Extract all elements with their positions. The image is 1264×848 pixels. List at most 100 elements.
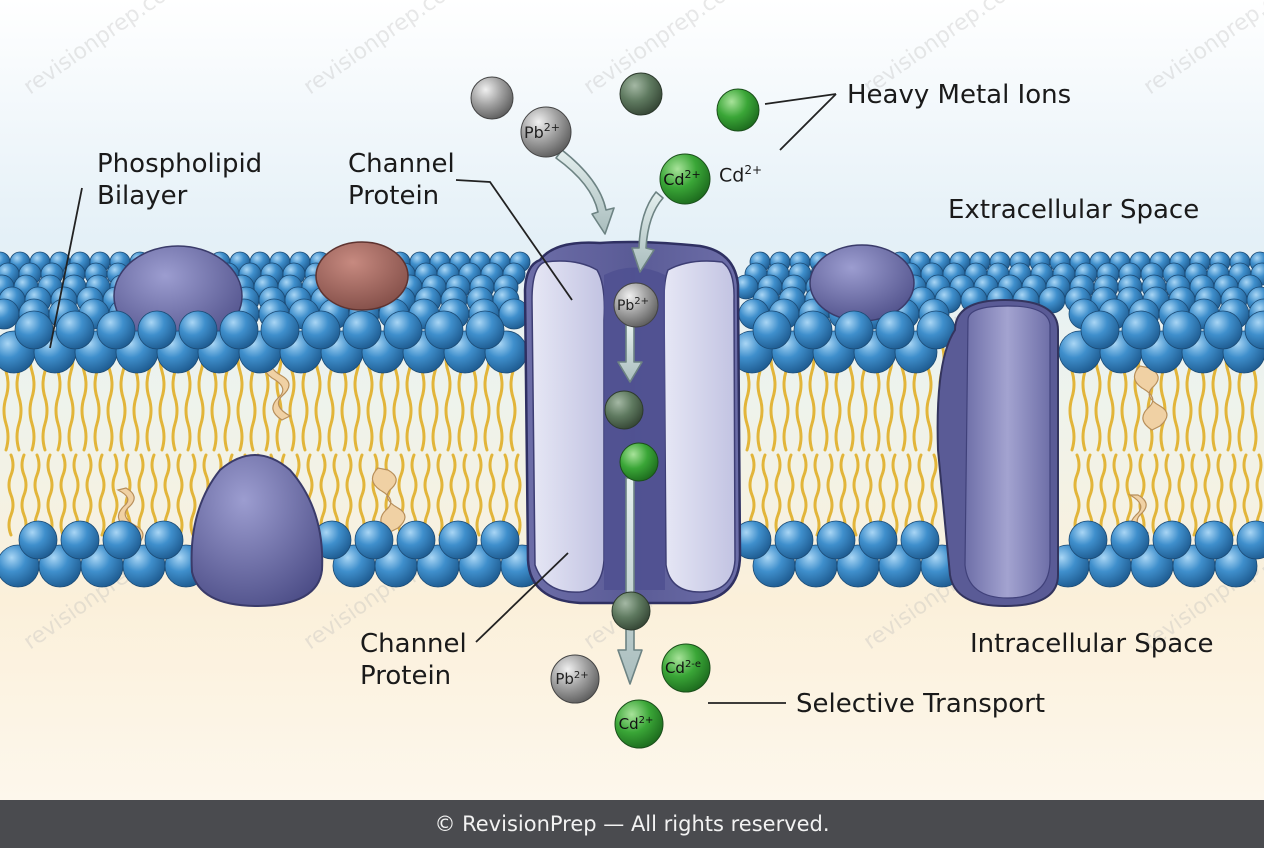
phospholipid-head (900, 520, 940, 560)
phospholipid-head (396, 520, 436, 560)
lipid-tail (839, 453, 847, 537)
ion-darkgreen-exit (611, 591, 651, 631)
ion-darkgreen-channel (604, 390, 644, 430)
lipid-tail (1151, 453, 1159, 537)
ion-pb-bottom: Pb2+ (550, 654, 600, 704)
membrane-diagram: revisionprep.com revisionprep.com revisi… (0, 0, 1264, 800)
label-channel-protein-top: Channel Protein (348, 149, 455, 211)
lipid-tail (1177, 453, 1185, 537)
phospholipid-head (14, 310, 54, 350)
lipid-tail (1229, 453, 1237, 537)
arrow-cd-entry (631, 191, 664, 273)
lipid-tail (826, 453, 834, 537)
lipid-tail (85, 453, 93, 537)
ions: Pb2+ Cd2+ Pb2+ Pb2+ Cd2-e Cd2+ (470, 72, 760, 749)
peripheral-protein-right (809, 244, 915, 322)
arrow-inner-2 (617, 477, 643, 685)
phospholipid-head (96, 310, 136, 350)
lipid-tail (150, 453, 158, 537)
svg-text:Cd2+: Cd2+ (619, 715, 654, 733)
lipid-tail (7, 453, 15, 537)
lipid-tail (59, 453, 67, 537)
lipid-tail (514, 453, 522, 537)
svg-text:Cd2+: Cd2+ (663, 168, 701, 189)
ion-grey-top (470, 76, 514, 120)
lipid-tail (1216, 453, 1224, 537)
lipid-tail (852, 453, 860, 537)
lipid-tail (436, 453, 444, 537)
lipid-tail (189, 453, 197, 537)
integral-protein-right (936, 298, 1059, 608)
phospholipid-head (752, 310, 792, 350)
lipid-tail (1138, 453, 1146, 537)
phospholipid-head (1152, 520, 1192, 560)
label-heavy-metal-ions: Heavy Metal Ions (847, 80, 1072, 110)
footer-copyright: © RevisionPrep — All rights reserved. (0, 800, 1264, 848)
lipid-tail (774, 453, 782, 537)
svg-text:Pb2+: Pb2+ (617, 296, 649, 314)
lipid-tail (462, 453, 470, 537)
lipid-tail (176, 453, 184, 537)
lipid-tail (449, 453, 457, 537)
phospholipid-head (1121, 310, 1161, 350)
phospholipid-head (834, 310, 874, 350)
ion-darkgreen-top (619, 72, 663, 116)
lipid-tail (423, 453, 431, 537)
lipid-tail (930, 453, 938, 537)
lipid-tail (761, 453, 769, 537)
phospholipid-head (1162, 310, 1202, 350)
label-cd-ion: Cd2+ (719, 163, 763, 187)
label-extracellular-space: Extracellular Space (948, 195, 1200, 225)
lipid-tail (236, 343, 244, 452)
lipid-tail (904, 453, 912, 537)
phospholipid-head (774, 520, 814, 560)
leader-lines (49, 93, 837, 704)
arrow-inner-1 (617, 324, 643, 383)
lipid-tail (475, 453, 483, 537)
phospholipid-head (342, 310, 382, 350)
lipid-tail (800, 453, 808, 537)
phospholipid-head (465, 310, 505, 350)
phospholipid-head (102, 520, 142, 560)
phospholipid-head (1110, 520, 1150, 560)
lipid-tail (1203, 453, 1211, 537)
label-selective-transport: Selective Transport (796, 689, 1046, 719)
phospholipid-head (55, 310, 95, 350)
phospholipid-head (793, 310, 833, 350)
lipid-tail (865, 453, 873, 537)
phospholipid-head (178, 310, 218, 350)
phospholipid-head (875, 310, 915, 350)
phospholipid-head (858, 520, 898, 560)
lipid-tail (813, 453, 821, 537)
lipid-tail (332, 453, 340, 537)
lipid-tail (358, 453, 366, 537)
lipid-tail (444, 343, 452, 452)
phospholipid-head (301, 310, 341, 350)
lipid-tail (1112, 453, 1120, 537)
lipid-tail (1242, 453, 1250, 537)
ion-cd-bottom: Cd2+ (614, 699, 664, 749)
phospholipid-head (260, 310, 300, 350)
ion-pb-channel: Pb2+ (613, 282, 659, 328)
lipid-tail (98, 453, 106, 537)
lipid-tail (891, 453, 899, 537)
phospholipid-head (219, 310, 259, 350)
phospholipid-head (816, 520, 856, 560)
lipid-tail (111, 453, 119, 537)
lipid-tail (1099, 453, 1107, 537)
lipid-tail (137, 453, 145, 537)
phospholipid-head (424, 310, 464, 350)
lipid-tail (488, 453, 496, 537)
ion-green-channel (619, 442, 659, 482)
lipid-tail (1086, 453, 1094, 537)
lipid-tail (20, 453, 28, 537)
label-channel-protein-bottom: Channel Protein (360, 629, 467, 691)
lipid-tail (501, 453, 509, 537)
phospholipid-head (383, 310, 423, 350)
peripheral-protein-red (315, 241, 409, 311)
lipid-tail (1190, 453, 1198, 537)
phospholipid-head (438, 520, 478, 560)
phospholipid-head (1236, 520, 1264, 560)
svg-text:Cd2-e: Cd2-e (665, 659, 701, 677)
phospholipid-head (1068, 520, 1108, 560)
